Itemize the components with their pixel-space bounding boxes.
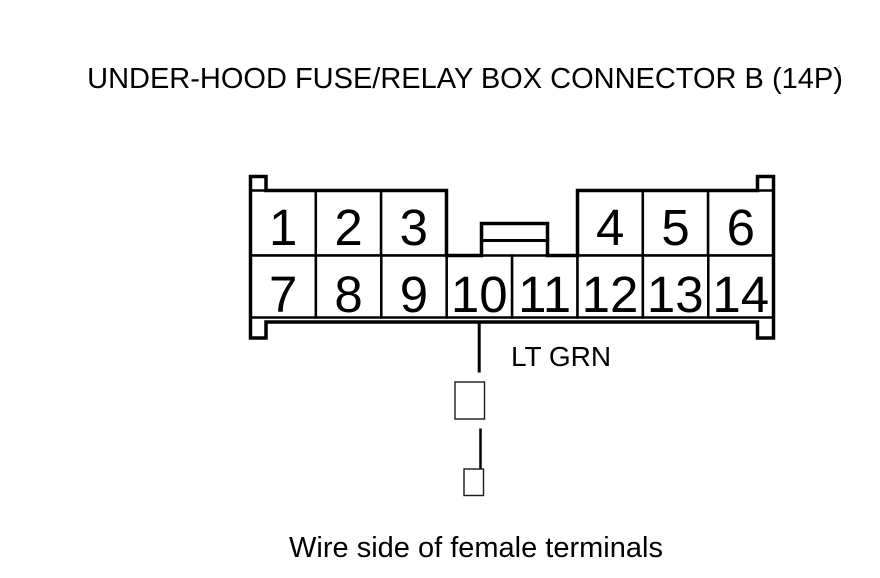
pin-labels: 1 2 3 4 5 6 7 8 9 10 11 12 13 14 (269, 199, 769, 323)
pin-cell-3 (379, 189, 448, 257)
pin-label-3: 3 (400, 199, 428, 256)
pin-label-4: 4 (596, 199, 624, 256)
pin-label-13: 13 (647, 266, 704, 323)
pin-label-6: 6 (727, 199, 755, 256)
pin-cell-11 (510, 254, 579, 319)
pin-label-10: 10 (451, 266, 508, 323)
pin-label-1: 1 (269, 199, 297, 256)
diagram-title: UNDER-HOOD FUSE/RELAY BOX CONNECTOR B (1… (87, 63, 843, 95)
pin-label-5: 5 (661, 199, 689, 256)
pin-grid (249, 189, 775, 319)
connector-shell-outline (248, 174, 776, 340)
pin-label-14: 14 (712, 266, 769, 323)
pin-label-12: 12 (582, 266, 639, 323)
pin-cell-1 (249, 189, 318, 257)
pin-label-8: 8 (334, 266, 362, 323)
pin-cell-14 (707, 254, 775, 319)
pin-label-7: 7 (269, 266, 297, 323)
pin-cell-8 (314, 254, 383, 319)
terminal-symbol-2 (463, 468, 485, 497)
pin-label-9: 9 (400, 266, 428, 323)
terminal-symbol-1 (454, 381, 486, 420)
pin-cell-13 (641, 254, 710, 319)
wire-color-label: LT GRN (511, 341, 611, 372)
caption-wire-side: Wire side of female terminals (289, 532, 663, 564)
pin-cell-12 (576, 254, 645, 319)
pin-label-2: 2 (334, 199, 362, 256)
pin-label-11: 11 (518, 266, 571, 323)
